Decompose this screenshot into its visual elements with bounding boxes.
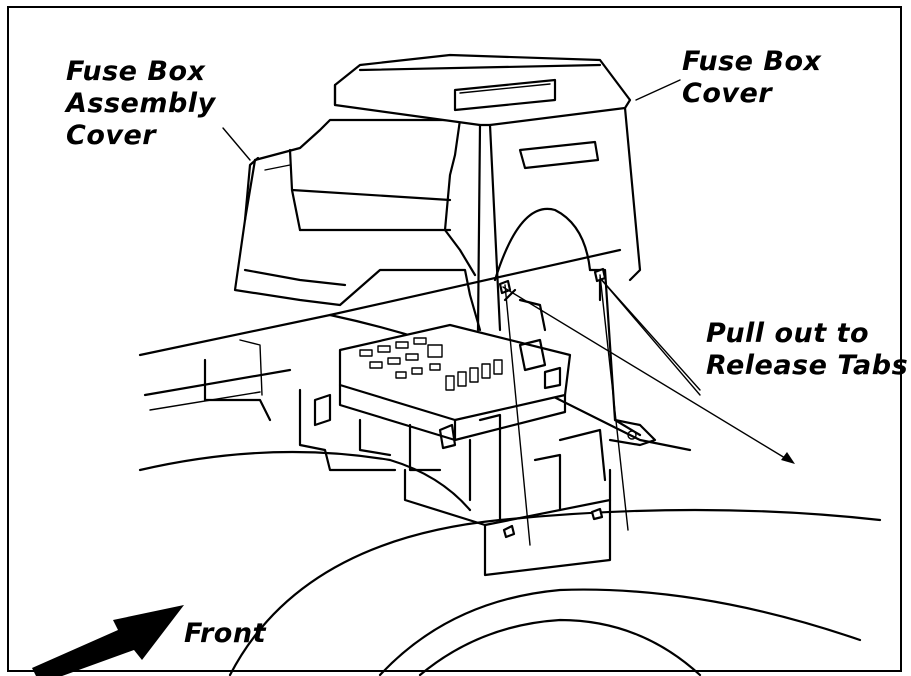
assembly-cover-housing <box>233 118 482 332</box>
assembly-cover-label-text: Fuse Box Assembly Cover <box>66 56 216 151</box>
front-label: Front <box>184 618 266 650</box>
box-cover-housing <box>333 53 657 447</box>
release-tabs-label: Pull out to Release Tabs <box>706 318 908 382</box>
release-tabs-label-text: Pull out to Release Tabs <box>706 318 909 381</box>
assembly-cover-label: Fuse Box Assembly Cover <box>66 56 246 152</box>
fuse-panel <box>298 323 572 472</box>
front-label-text: Front <box>184 618 266 649</box>
car-body-surface <box>138 248 882 676</box>
diagram-frame <box>7 6 902 672</box>
box-cover-label-text: Fuse Box Cover <box>682 46 822 109</box>
bracket-tray <box>403 413 612 577</box>
arrow-icon <box>32 605 184 676</box>
box-cover-label: Fuse Box Cover <box>682 46 821 110</box>
leader-lines <box>222 79 795 546</box>
